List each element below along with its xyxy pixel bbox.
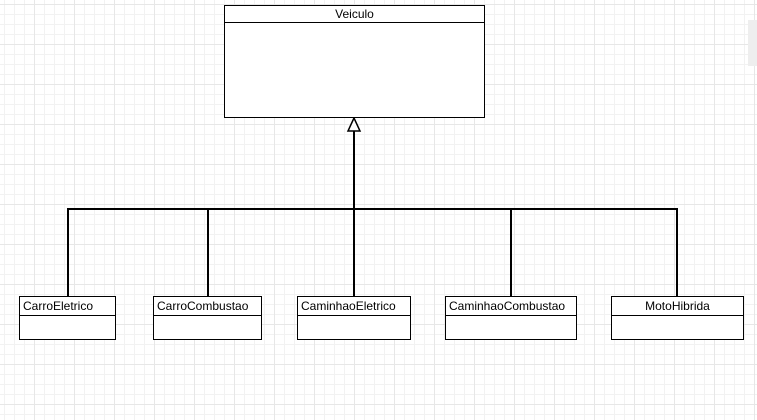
class-name-moto-hibrida: MotoHibrida (612, 297, 743, 316)
class-name-caminhao-combustao: CaminhaoCombustao (446, 297, 576, 316)
scroll-edge (748, 20, 757, 66)
generalization-arrowhead[interactable] (346, 116, 362, 132)
class-name-caminhao-eletrico: CaminhaoEletrico (298, 297, 410, 316)
class-name-carro-eletrico: CarroEletrico (20, 297, 115, 316)
class-moto-hibrida[interactable]: MotoHibrida (611, 296, 744, 340)
class-name-carro-combustao: CarroCombustao (154, 297, 261, 316)
class-name-veiculo: Veiculo (225, 6, 484, 23)
class-veiculo[interactable]: Veiculo (224, 5, 485, 118)
class-caminhao-eletrico[interactable]: CaminhaoEletrico (297, 296, 411, 340)
class-carro-combustao[interactable]: CarroCombustao (153, 296, 262, 340)
class-carro-eletrico[interactable]: CarroEletrico (19, 296, 116, 340)
class-caminhao-combustao[interactable]: CaminhaoCombustao (445, 296, 577, 340)
